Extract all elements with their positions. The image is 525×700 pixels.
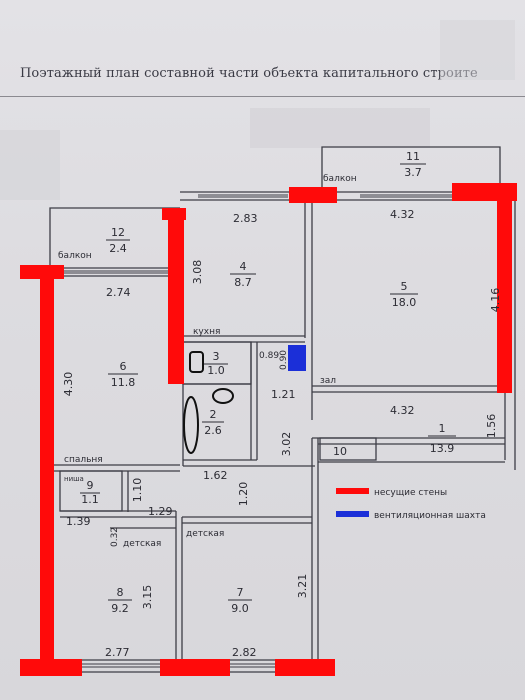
dim-3-15: 3.15 — [141, 585, 154, 610]
legend-vent-shaft-label: вентиляционная шахта — [374, 511, 486, 521]
dim-2-74: 2.74 — [106, 286, 131, 299]
room-4-area: 8.7 — [234, 276, 252, 289]
bathtub-icon — [183, 396, 199, 454]
kids-left-label: детская — [123, 539, 161, 549]
header-rule — [0, 96, 525, 97]
room-7-area: 9.0 — [231, 602, 249, 615]
room-6-area: 11.8 — [111, 376, 136, 389]
legend-vent-shaft-swatch — [336, 511, 369, 517]
room-4-number: 4 — [240, 260, 247, 273]
room-5-area: 18.0 — [392, 296, 417, 309]
room-1-area: 13.9 — [430, 442, 455, 455]
dim-1-56: 1.56 — [485, 414, 498, 439]
dim-1-21: 1.21 — [271, 388, 296, 401]
room-8-number: 8 — [117, 586, 124, 599]
legend: несущие стены вентиляционная шахта — [336, 488, 486, 521]
room-12-area: 2.4 — [109, 242, 127, 255]
room-11-area: 3.7 — [404, 166, 422, 179]
wall-lines — [20, 146, 516, 673]
dim-0-89: 0.89 — [259, 351, 279, 361]
dim-1-29: 1.29 — [148, 505, 173, 518]
dim-3-02: 3.02 — [280, 432, 293, 457]
dim-2-77: 2.77 — [105, 646, 130, 659]
dim-1-62: 1.62 — [203, 469, 228, 482]
sink-icon — [212, 388, 234, 404]
legend-bearing-wall-label: несущие стены — [374, 488, 447, 498]
toilet-icon — [189, 351, 204, 373]
room-1-number: 1 — [439, 422, 446, 435]
dim-4-16: 4.16 — [489, 288, 502, 313]
bedroom-label: спальня — [64, 455, 103, 465]
room-7-number: 7 — [237, 586, 244, 599]
dim-2-83: 2.83 — [233, 212, 258, 225]
dim-1-10: 1.10 — [131, 478, 144, 503]
dim-4-30: 4.30 — [62, 372, 75, 397]
windows — [62, 194, 452, 668]
room-12-number: 12 — [111, 226, 125, 239]
kids-right-label: детская — [186, 529, 224, 539]
room-5-number: 5 — [401, 280, 408, 293]
dim-2-82: 2.82 — [232, 646, 257, 659]
room-names: балкон балкон кухня зал спальня ниша дет… — [58, 174, 357, 549]
dim-1-39: 1.39 — [66, 515, 91, 528]
background-stamp — [0, 20, 515, 200]
room-6-number: 6 — [120, 360, 127, 373]
room-9-area: 1.1 — [81, 493, 99, 506]
kitchen-label: кухня — [193, 327, 220, 337]
balcony-top-label: балкон — [323, 174, 357, 184]
bearing-walls — [20, 183, 517, 676]
room-9-number: 9 — [87, 479, 94, 492]
room-3-area: 1.0 — [207, 364, 225, 377]
room-8-area: 9.2 — [111, 602, 129, 615]
balcony-left-label: балкон — [58, 251, 92, 261]
niche-label: ниша — [64, 475, 84, 483]
room-11-number: 11 — [406, 150, 420, 163]
room-2-area: 2.6 — [204, 424, 222, 437]
legend-bearing-wall-swatch — [336, 488, 369, 494]
dim-3-21: 3.21 — [296, 574, 309, 599]
hall-label: зал — [320, 376, 336, 386]
ventilation-shaft — [288, 345, 306, 371]
dimension-labels: 2.83 4.32 2.74 3.08 4.16 4.30 0.89 0.90 … — [62, 208, 502, 659]
dim-4-32-mid: 4.32 — [390, 404, 415, 417]
room-2-number: 2 — [210, 408, 217, 421]
room-3-number: 3 — [213, 350, 220, 363]
sanitary-fixtures — [183, 351, 234, 454]
dim-10: 10 — [333, 445, 347, 458]
room-labels: 12 2.4 4 8.7 5 18.0 11 3.7 6 11.8 3 1.0 … — [80, 150, 456, 615]
dim-4-32-top: 4.32 — [390, 208, 415, 221]
dim-1-20: 1.20 — [237, 482, 250, 507]
dim-0-90: 0.90 — [279, 350, 289, 370]
dim-0-32: 0.32 — [110, 527, 120, 547]
dim-3-08: 3.08 — [191, 260, 204, 285]
page-title: Поэтажный план составной части объекта к… — [20, 66, 478, 81]
